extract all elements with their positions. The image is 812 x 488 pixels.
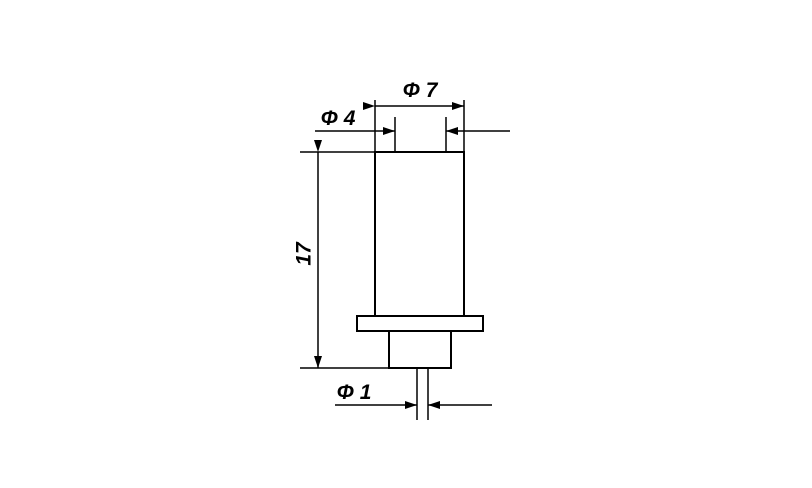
- height-dimension: 17: [293, 140, 389, 369]
- inner-diameter-label: Φ 4: [321, 107, 356, 130]
- cylinder-body: [374, 151, 465, 317]
- pin-diameter-label: Φ 1: [337, 381, 372, 404]
- flange: [356, 315, 484, 332]
- base-stub: [388, 330, 452, 369]
- inner-diameter-dimension: Φ 4: [315, 107, 510, 152]
- outer-diameter-label: Φ 7: [403, 79, 439, 102]
- pin-diameter-dimension: Φ 1: [335, 381, 492, 409]
- height-label: 17: [293, 241, 316, 266]
- outer-diameter-dimension: Φ 7: [363, 79, 465, 152]
